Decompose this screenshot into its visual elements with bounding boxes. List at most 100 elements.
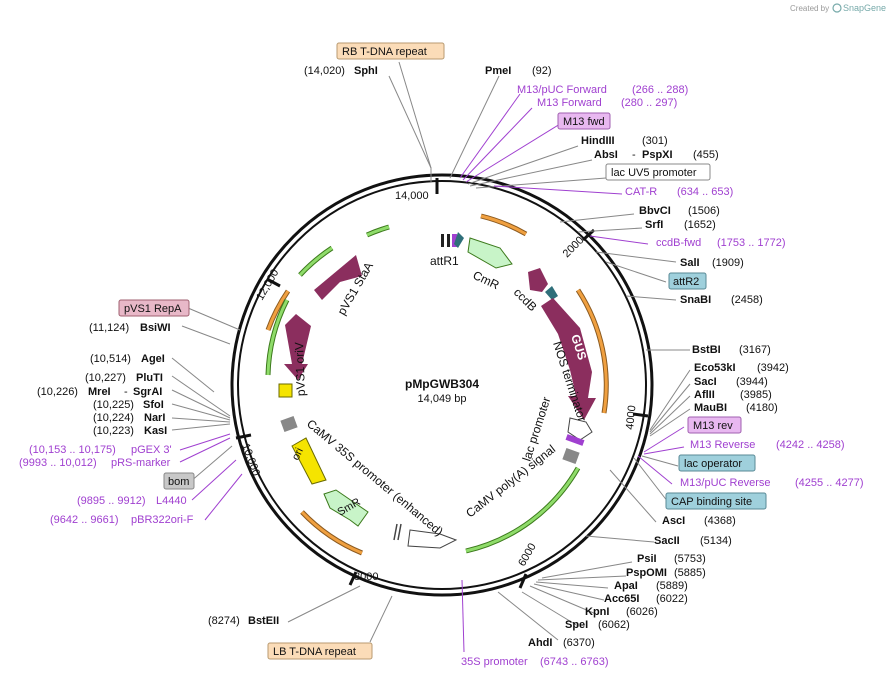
site-nari: NarI (144, 412, 165, 424)
primer-pgex3: pGEX 3' (131, 444, 172, 456)
box-bom-label: bom (168, 476, 189, 488)
site-apai-pos: (5889) (656, 580, 688, 592)
tick-12000 (266, 277, 281, 288)
primer-m13-forward-pos: (280 .. 297) (621, 97, 677, 109)
site-bstbi-pos: (3167) (739, 344, 771, 356)
orange-arc-cat-fill (480, 214, 527, 236)
snapgene-name: SnapGene (843, 3, 886, 13)
attr1-mark-a (441, 234, 444, 247)
tick-10000 (235, 433, 252, 440)
box-m13-rev-label: M13 rev (693, 420, 733, 432)
feature-cmr: CmR (471, 268, 502, 292)
site-mrei: MreI (88, 386, 111, 398)
primer-l4440: L4440 (156, 495, 187, 507)
primer-prs-marker-pos: (9993 .. 10,012) (19, 457, 97, 469)
box-m13-fwd-label: M13 fwd (563, 116, 605, 128)
primer-l4440-pos: (9895 .. 9912) (77, 495, 146, 507)
site-srfi: SrfI (645, 219, 663, 231)
box-lac-operator-label: lac operator (684, 458, 742, 470)
feature-attr1: attR1 (430, 254, 459, 268)
lac-promoter-shape (562, 447, 580, 465)
site-pluti-pos: (10,227) (85, 372, 126, 384)
site-sacii-pos: (5134) (700, 535, 732, 547)
nos-terminator-shape (567, 417, 593, 441)
m13-mark (452, 234, 457, 247)
site-sali-pos: (1909) (712, 257, 744, 269)
site-saci-pos: (3944) (736, 376, 768, 388)
site-sacii: SacII (654, 535, 680, 547)
site-agei-pos: (10,514) (90, 353, 131, 365)
ccdb-arrow (528, 268, 548, 292)
snapgene-brand: Created by SnapGene (790, 3, 886, 13)
site-absi-pos: (455) (693, 149, 719, 161)
site-psii-pos: (5753) (674, 553, 706, 565)
attr1-mark-b (447, 234, 450, 247)
lb-mark-b (397, 523, 402, 541)
pvs1-orv-arrow (284, 314, 311, 380)
primer-m13puc-reverse: M13/pUC Reverse (680, 477, 770, 489)
orange-arc-gus-outer-fill (576, 289, 608, 414)
site-acc65i: Acc65I (604, 593, 639, 605)
pvs1-orv-ori-mark (278, 383, 293, 398)
site-hindiii: HindIII (581, 135, 615, 147)
pvs1-staa-arrow (314, 255, 362, 300)
site-snabi-pos: (2458) (731, 294, 763, 306)
site-labels-left-bottom: (8274) BstEII (9642 .. 9661) pBR322ori-F… (19, 322, 279, 627)
box-m13-fwd (557, 112, 611, 130)
site-absi-sep: - (632, 149, 636, 161)
box-cap-binding-site (665, 492, 767, 510)
leader-lines (171, 61, 691, 653)
site-labels-top-right: (14,020) SphI PmeI (92) M13/pUC Forward … (304, 65, 864, 668)
green-arc-top-fill (366, 225, 390, 237)
box-rb-tdna-label: RB T-DNA repeat (342, 46, 427, 58)
site-apai: ApaI (614, 580, 638, 592)
box-bom (163, 472, 195, 490)
plasmid-length: 14,049 bp (418, 393, 467, 405)
site-asci-pos: (4368) (704, 515, 736, 527)
green-arc-staa-fill (298, 246, 333, 277)
site-acc65i-pos: (6022) (656, 593, 688, 605)
site-agei: AgeI (141, 353, 165, 365)
site-kpni-pos: (6026) (626, 606, 658, 618)
primer-m13puc-reverse-pos: (4255 .. 4277) (795, 477, 864, 489)
box-lac-uv5 (605, 163, 711, 181)
cmr-arrow (467, 237, 513, 269)
site-ahdi-pos: (6370) (563, 637, 595, 649)
site-bsteii-pos: (8274) (208, 615, 240, 627)
site-pspomi-pos: (5885) (674, 567, 706, 579)
site-aflii-pos: (3985) (740, 389, 772, 401)
site-bbvci: BbvCI (639, 205, 671, 217)
feature-pvs1-orv: pVS1 oriV (292, 342, 308, 396)
site-pluti: PluTI (136, 372, 163, 384)
primer-m13-reverse-pos: (4242 .. 4258) (776, 439, 845, 451)
site-srfi-pos: (1652) (684, 219, 716, 231)
primer-m13puc-forward-pos: (266 .. 288) (632, 84, 688, 96)
snapgene-logo-icon (832, 3, 842, 13)
smr-arrow (323, 489, 369, 527)
primer-prs-marker: pRS-marker (111, 457, 171, 469)
primer-cat-r: CAT-R (625, 186, 657, 198)
box-attr2 (668, 272, 707, 290)
ruler-label-6000: 6000 (516, 541, 539, 568)
box-attr2-label: attR2 (673, 276, 699, 288)
orange-arc-smr-fill (300, 510, 363, 555)
backbone (230, 173, 654, 597)
site-aflii: AflII (694, 389, 715, 401)
box-lac-uv5-label: lac UV5 promoter (611, 167, 697, 179)
backbone-outer-ring (230, 173, 654, 597)
primer-ccdb-fwd: ccdB-fwd (656, 237, 701, 249)
ruler-label-14000: 14,000 (395, 190, 429, 202)
site-eco53ki: Eco53kI (694, 362, 736, 374)
site-spei-pos: (6062) (598, 619, 630, 631)
tick-4000 (632, 412, 649, 418)
feature-ori: ori (290, 446, 306, 462)
ruler-label-4000: 4000 (624, 405, 638, 431)
site-pmei: PmeI (485, 65, 511, 77)
site-bbvci-pos: (1506) (688, 205, 720, 217)
site-hindiii-pos: (301) (642, 135, 668, 147)
site-sali: SalI (680, 257, 700, 269)
orange-arc-left-fill (266, 290, 290, 331)
site-bsiwi: BsiWI (140, 322, 171, 334)
box-rb-tdna (336, 42, 445, 60)
